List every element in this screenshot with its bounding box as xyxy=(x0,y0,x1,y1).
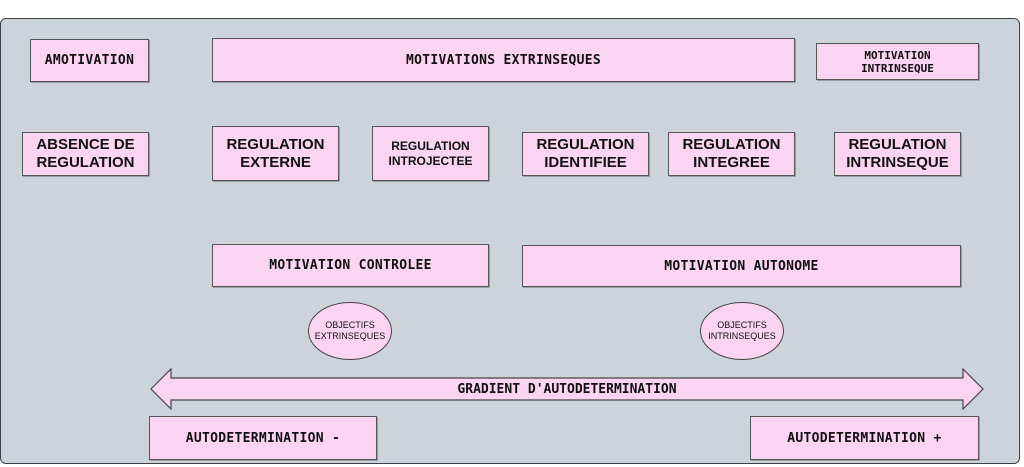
controlled-motivation-box: MOTIVATION CONTROLEE xyxy=(212,244,489,287)
autodetermination-minus-label: AUTODETERMINATION - xyxy=(185,430,341,446)
amotivation-label: AMOTIVATION xyxy=(44,53,135,68)
autodetermination-minus-box: AUTODETERMINATION - xyxy=(149,416,377,460)
intrinsic-objectives-oval: OBJECTIFS INTRINSEQUES xyxy=(700,302,784,360)
controlled-motivation-label: MOTIVATION CONTROLEE xyxy=(269,258,432,273)
gradient-arrow-shape xyxy=(150,368,984,410)
autonomous-motivation-label: MOTIVATION AUTONOME xyxy=(664,258,819,274)
absence-regulation-box: ABSENCE DE REGULATION xyxy=(22,132,149,176)
identified-regulation-box: REGULATION IDENTIFIEE xyxy=(522,132,649,176)
extrinsic-motivations-label: MOTIVATIONS EXTRINSEQUES xyxy=(405,52,602,68)
autodetermination-plus-box: AUTODETERMINATION + xyxy=(750,416,979,460)
integrated-regulation-label: REGULATION INTEGREE xyxy=(682,136,781,171)
intrinsic-regulation-label: REGULATION INTRINSEQUE xyxy=(846,136,949,171)
intrinsic-regulation-box: REGULATION INTRINSEQUE xyxy=(834,132,961,176)
absence-regulation-label: ABSENCE DE REGULATION xyxy=(36,136,135,171)
amotivation-box: AMOTIVATION xyxy=(30,39,149,82)
extrinsic-objectives-oval: OBJECTIFS EXTRINSEQUES xyxy=(308,302,392,360)
external-regulation-label: REGULATION EXTERNE xyxy=(226,135,325,171)
introjected-regulation-label: REGULATION INTROJECTEE xyxy=(388,138,473,168)
autonomous-motivation-box: MOTIVATION AUTONOME xyxy=(522,245,961,287)
gradient-label-wrap: GRADIENT D'AUTODETERMINATION xyxy=(150,368,984,410)
introjected-regulation-box: REGULATION INTROJECTEE xyxy=(372,126,489,181)
extrinsic-motivations-box: MOTIVATIONS EXTRINSEQUES xyxy=(212,38,795,82)
external-regulation-box: REGULATION EXTERNE xyxy=(212,126,339,181)
integrated-regulation-box: REGULATION INTEGREE xyxy=(668,132,795,176)
intrinsic-motivation-label: MOTIVATION INTRINSEQUE xyxy=(861,48,934,75)
extrinsic-objectives-label: OBJECTIFS EXTRINSEQUES xyxy=(314,320,386,341)
gradient-double-arrow xyxy=(150,368,984,410)
intrinsic-motivation-box: MOTIVATION INTRINSEQUE xyxy=(816,43,979,80)
gradient-label: GRADIENT D'AUTODETERMINATION xyxy=(457,381,677,397)
identified-regulation-label: REGULATION IDENTIFIEE xyxy=(536,136,635,171)
autodetermination-plus-label: AUTODETERMINATION + xyxy=(787,430,942,446)
intrinsic-objectives-label: OBJECTIFS INTRINSEQUES xyxy=(708,320,776,341)
